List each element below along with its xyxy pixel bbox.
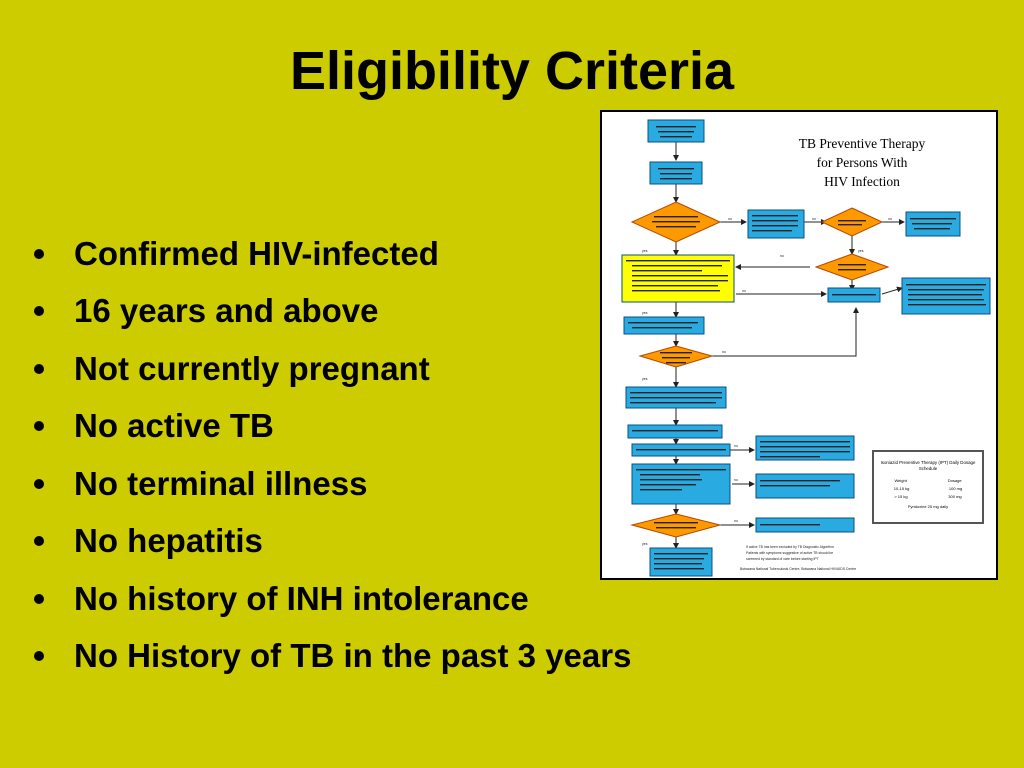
svg-text:no: no <box>734 478 738 482</box>
criteria-item: No history of INH intolerance <box>34 570 631 628</box>
criteria-item: No History of TB in the past 3 years <box>34 628 631 686</box>
svg-text:yes: yes <box>642 249 648 253</box>
svg-text:no: no <box>728 217 732 221</box>
criteria-item: Confirmed HIV-infected <box>34 225 631 283</box>
bullet-icon <box>34 593 44 604</box>
criteria-text: Not currently pregnant <box>74 349 430 387</box>
flowchart-title-line: TB Preventive Therapy <box>798 136 926 151</box>
dosage-row: > 15 kg 300 mg <box>874 494 982 499</box>
footnote-line: Patients with symptoms suggestive of act… <box>746 551 834 555</box>
weight-cell: > 15 kg <box>894 494 908 499</box>
flowchart-footnotes: If active TB has been excluded by TB Dia… <box>740 544 992 571</box>
dosage-cell: 300 mg <box>948 494 962 499</box>
criteria-item: 16 years and above <box>34 283 631 341</box>
dosage-header: Dosage <box>947 478 962 483</box>
svg-text:yes: yes <box>642 311 648 315</box>
svg-text:no: no <box>742 289 746 293</box>
flowchart-title-line: HIV Infection <box>824 174 900 189</box>
footnote-line: screened by standard of care before star… <box>746 557 819 561</box>
dosage-cell: 100 mg <box>948 486 963 491</box>
flowchart-diagram: no no no yes no yes no yes no no no yes yes no <box>621 119 991 577</box>
svg-text:yes: yes <box>642 542 648 546</box>
flowchart-source: Botswana National Tuberculosis Centre, B… <box>740 567 857 571</box>
svg-text:no: no <box>812 217 816 221</box>
weight-cell: 10-15 kg <box>893 486 910 491</box>
slide-title: Eligibility Criteria <box>289 41 735 101</box>
flowchart-title-line: for Persons With <box>816 155 908 170</box>
bullet-icon <box>34 421 44 432</box>
dosage-row: 10-15 kg 100 mg <box>874 486 982 491</box>
svg-text:yes: yes <box>858 249 864 253</box>
criteria-text: No hepatitis <box>74 522 263 560</box>
flowchart-title: TB Preventive Therapy for Persons With H… <box>752 134 972 191</box>
flowchart-connectors <box>673 142 905 549</box>
bullet-icon <box>34 306 44 317</box>
criteria-text: 16 years and above <box>74 292 379 330</box>
svg-text:no: no <box>888 217 892 221</box>
highlight-box <box>621 254 735 303</box>
criteria-text: No history of INH intolerance <box>74 579 529 617</box>
svg-text:yes: yes <box>642 377 648 381</box>
svg-text:no: no <box>722 350 726 354</box>
criteria-text: No History of TB in the past 3 years <box>74 637 632 675</box>
svg-text:no: no <box>780 254 784 258</box>
criteria-item: No terminal illness <box>34 455 631 513</box>
flowchart-small-text: no no no yes no yes no yes no no no yes yes no <box>626 126 986 570</box>
bullet-icon <box>34 248 44 259</box>
svg-text:no: no <box>734 519 738 523</box>
criteria-text: No active TB <box>74 407 274 445</box>
criteria-item: No active TB <box>34 398 631 456</box>
criteria-text: No terminal illness <box>74 464 368 502</box>
dosage-table-title: Isoniazid Preventive Therapy (IPT) Daily… <box>880 460 976 471</box>
criteria-item: Not currently pregnant <box>34 340 631 398</box>
bullet-icon <box>34 363 44 374</box>
bullet-icon <box>34 478 44 489</box>
dosage-table-header: Weight Dosage <box>874 478 982 483</box>
criteria-text: Confirmed HIV-infected <box>74 234 439 272</box>
criteria-item: No hepatitis <box>34 513 631 571</box>
footnote-line: If active TB has been excluded by TB Dia… <box>746 545 834 549</box>
bullet-icon <box>34 651 44 662</box>
weight-header: Weight <box>894 478 907 483</box>
criteria-list: Confirmed HIV-infected 16 years and abov… <box>34 225 631 685</box>
svg-text:no: no <box>734 444 738 448</box>
ipt-dosage-table: Isoniazid Preventive Therapy (IPT) Daily… <box>872 450 984 524</box>
pyridoxine-note: Pyridoxine 25 mg daily <box>907 504 949 509</box>
bullet-icon <box>34 536 44 547</box>
